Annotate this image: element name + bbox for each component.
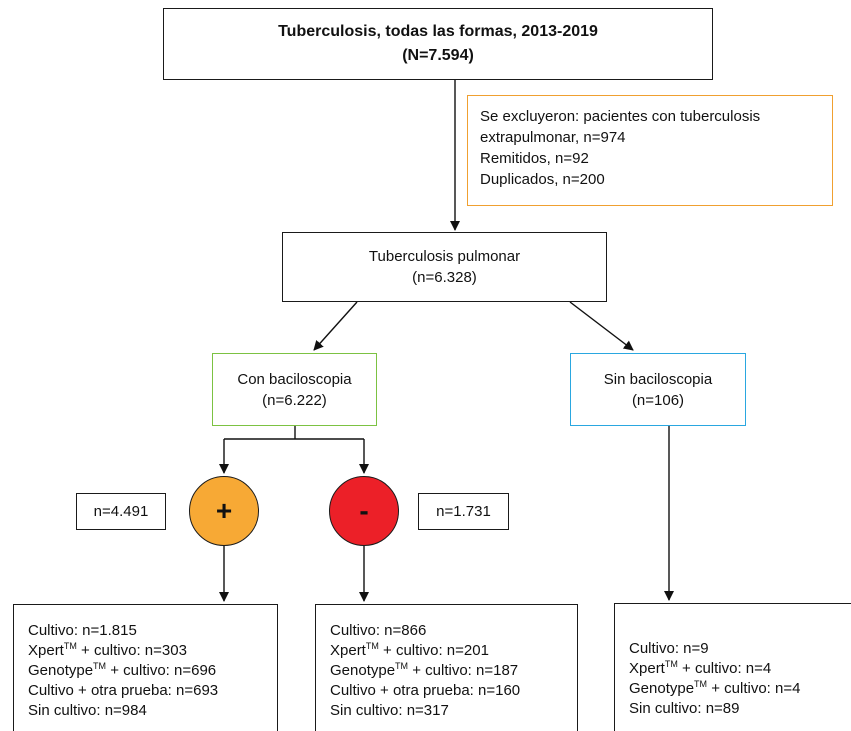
pulmonar-box: Tuberculosis pulmonar (n=6.328) bbox=[282, 232, 607, 302]
results-sin-baciloscopia-box: Cultivo: n=9 XpertTM + cultivo: n=4 Geno… bbox=[614, 603, 851, 731]
result-cultivo: Cultivo: n=1.815 bbox=[28, 622, 137, 639]
exclusion-line-1: Se excluyeron: pacientes con tuberculosi… bbox=[480, 108, 761, 125]
exclusion-line-4: Duplicados, n=200 bbox=[480, 171, 605, 188]
sin-baciloscopia-box: Sin baciloscopia (n=106) bbox=[570, 353, 746, 426]
result-otra-prueba: Cultivo + otra prueba: n=160 bbox=[330, 682, 521, 699]
result-cultivo: Cultivo: n=9 bbox=[629, 640, 709, 657]
con-baciloscopia-count: (n=6.222) bbox=[262, 391, 327, 409]
exclusion-line-2: extrapulmonar, n=974 bbox=[480, 129, 626, 146]
pulmonar-label: Tuberculosis pulmonar bbox=[368, 248, 521, 265]
pulmonar-count: (n=6.328) bbox=[412, 269, 477, 286]
con-baciloscopia-label: Con baciloscopia bbox=[237, 370, 352, 388]
title-line-1: Tuberculosis, todas las formas, 2013-201… bbox=[278, 23, 598, 40]
results-positive-box: Cultivo: n=1.815 XpertTM + cultivo: n=30… bbox=[13, 604, 278, 731]
result-sin-cultivo: Sin cultivo: n=89 bbox=[629, 700, 740, 717]
negative-circle: - bbox=[329, 476, 399, 546]
positive-count-box: n=4.491 bbox=[76, 493, 166, 530]
exclusion-box: Se excluyeron: pacientes con tuberculosi… bbox=[467, 95, 833, 206]
sin-baciloscopia-count: (n=106) bbox=[631, 391, 685, 409]
result-sin-cultivo: Sin cultivo: n=317 bbox=[330, 702, 449, 719]
result-genotype: GenotypeTM + cultivo: n=4 bbox=[629, 679, 801, 698]
result-xpert: XpertTM + cultivo: n=303 bbox=[28, 641, 187, 660]
arrow-pulmonar-to-con bbox=[313, 301, 358, 351]
result-genotype: GenotypeTM + cultivo: n=187 bbox=[330, 661, 519, 680]
result-genotype: GenotypeTM + cultivo: n=696 bbox=[28, 661, 217, 680]
positive-circle: + bbox=[189, 476, 259, 546]
result-xpert: XpertTM + cultivo: n=4 bbox=[629, 659, 772, 678]
result-xpert: XpertTM + cultivo: n=201 bbox=[330, 641, 489, 660]
results-negative-box: Cultivo: n=866 XpertTM + cultivo: n=201 … bbox=[315, 604, 578, 731]
title-line-2: (N=7.594) bbox=[402, 47, 474, 64]
con-baciloscopia-box: Con baciloscopia (n=6.222) bbox=[212, 353, 377, 426]
exclusion-line-3: Remitidos, n=92 bbox=[480, 150, 589, 167]
result-otra-prueba: Cultivo + otra prueba: n=693 bbox=[28, 682, 219, 699]
result-cultivo: Cultivo: n=866 bbox=[330, 622, 427, 639]
negative-count-box: n=1.731 bbox=[418, 493, 509, 530]
sin-baciloscopia-label: Sin baciloscopia bbox=[603, 370, 713, 388]
result-sin-cultivo: Sin cultivo: n=984 bbox=[28, 702, 147, 719]
title-box: Tuberculosis, todas las formas, 2013-201… bbox=[163, 8, 713, 80]
arrow-pulmonar-to-sin bbox=[569, 301, 634, 351]
